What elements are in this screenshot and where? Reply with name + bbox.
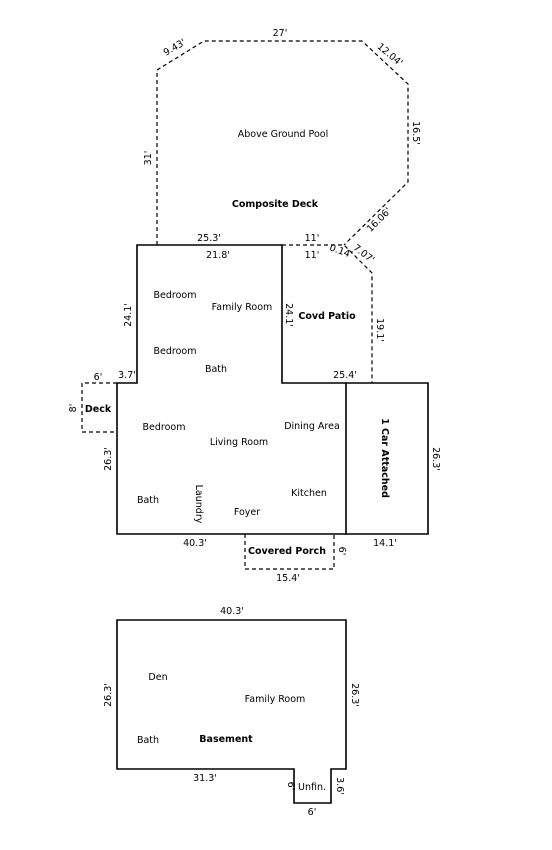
dim-bottom-40-3: 40.3' [183, 538, 207, 549]
room-foyer: Foyer [234, 507, 260, 518]
covd-patio-label: Covd Patio [298, 311, 356, 322]
basement-room-bath: Bath [137, 735, 159, 746]
dim-porch-15-4: 15.4' [276, 573, 300, 584]
basement-dim-top: 40.3' [220, 606, 244, 617]
dim-pool-right: 16.5' [410, 121, 421, 145]
room-bath-upper: Bath [205, 364, 227, 375]
garage-label: 1 Car Attached [379, 418, 390, 498]
basement-dim-unfin-bottom: 6' [308, 807, 317, 818]
room-bedroom-2: Bedroom [154, 346, 197, 357]
garage-wall [346, 382, 429, 535]
composite-deck-label: Composite Deck [232, 199, 319, 210]
basement-room-family-room: Family Room [245, 694, 306, 705]
dim-left-26-3: 26.3' [103, 447, 114, 471]
room-family-room: Family Room [212, 302, 273, 313]
dim-diag-0-14: 0.14' [328, 242, 354, 260]
dim-left-24-1: 24.1' [123, 303, 134, 327]
room-bath-lower: Bath [137, 495, 159, 506]
dim-deck-8: 8' [68, 404, 79, 413]
dim-deck-11-outer: 11' [305, 233, 320, 244]
dim-patio-25-4: 25.4' [333, 370, 357, 381]
dim-garage-26-3: 26.3' [430, 447, 441, 471]
dim-pool-top-left: 9.43' [162, 37, 188, 58]
patio-outline [282, 244, 373, 383]
deck-label: Deck [85, 404, 112, 415]
basement-dim-unfin-right: 3.6' [334, 777, 345, 795]
covered-porch-label: Covered Porch [248, 546, 326, 557]
room-bedroom-3: Bedroom [143, 422, 186, 433]
dim-pool-left: 31' [143, 151, 154, 166]
basement-room-den: Den [148, 672, 167, 683]
basement-dim-unfin-left: 6' [285, 782, 296, 791]
dim-deck-25-3: 25.3' [197, 233, 221, 244]
basement-wall [116, 619, 347, 804]
room-living-room: Living Room [210, 437, 268, 448]
side-deck-outline [81, 382, 117, 433]
dim-patio-19-1: 19.1' [374, 318, 385, 342]
room-kitchen: Kitchen [291, 488, 327, 499]
dim-porch-6: 6' [336, 547, 347, 556]
basement-title: Basement [199, 734, 253, 745]
room-laundry: Laundry [193, 485, 204, 524]
dim-step-3-7: 3.7' [118, 370, 136, 381]
dim-deck-11-inner: 11' [305, 250, 320, 261]
basement-dim-left: 26.3' [103, 683, 114, 707]
dim-deck-6: 6' [94, 372, 103, 383]
covered-porch-outline [244, 534, 335, 570]
pool-label: Above Ground Pool [238, 129, 328, 140]
dim-diag-7-07: 7.07' [351, 242, 376, 265]
dim-house-21-8: 21.8' [206, 250, 230, 261]
room-dining-area: Dining Area [284, 421, 340, 432]
basement-room-unfin: Unfin. [298, 782, 326, 793]
pool-deck-outline [156, 40, 409, 246]
dim-patio-24-1: 24.1' [283, 303, 294, 327]
dim-garage-14-1: 14.1' [373, 538, 397, 549]
basement-dim-bottom: 31.3' [193, 773, 217, 784]
dim-pool-top: 27' [273, 28, 288, 39]
room-bedroom-1: Bedroom [154, 290, 197, 301]
dim-pool-top-right: 12.04' [375, 41, 405, 69]
basement-dim-right: 26.3' [349, 683, 360, 707]
